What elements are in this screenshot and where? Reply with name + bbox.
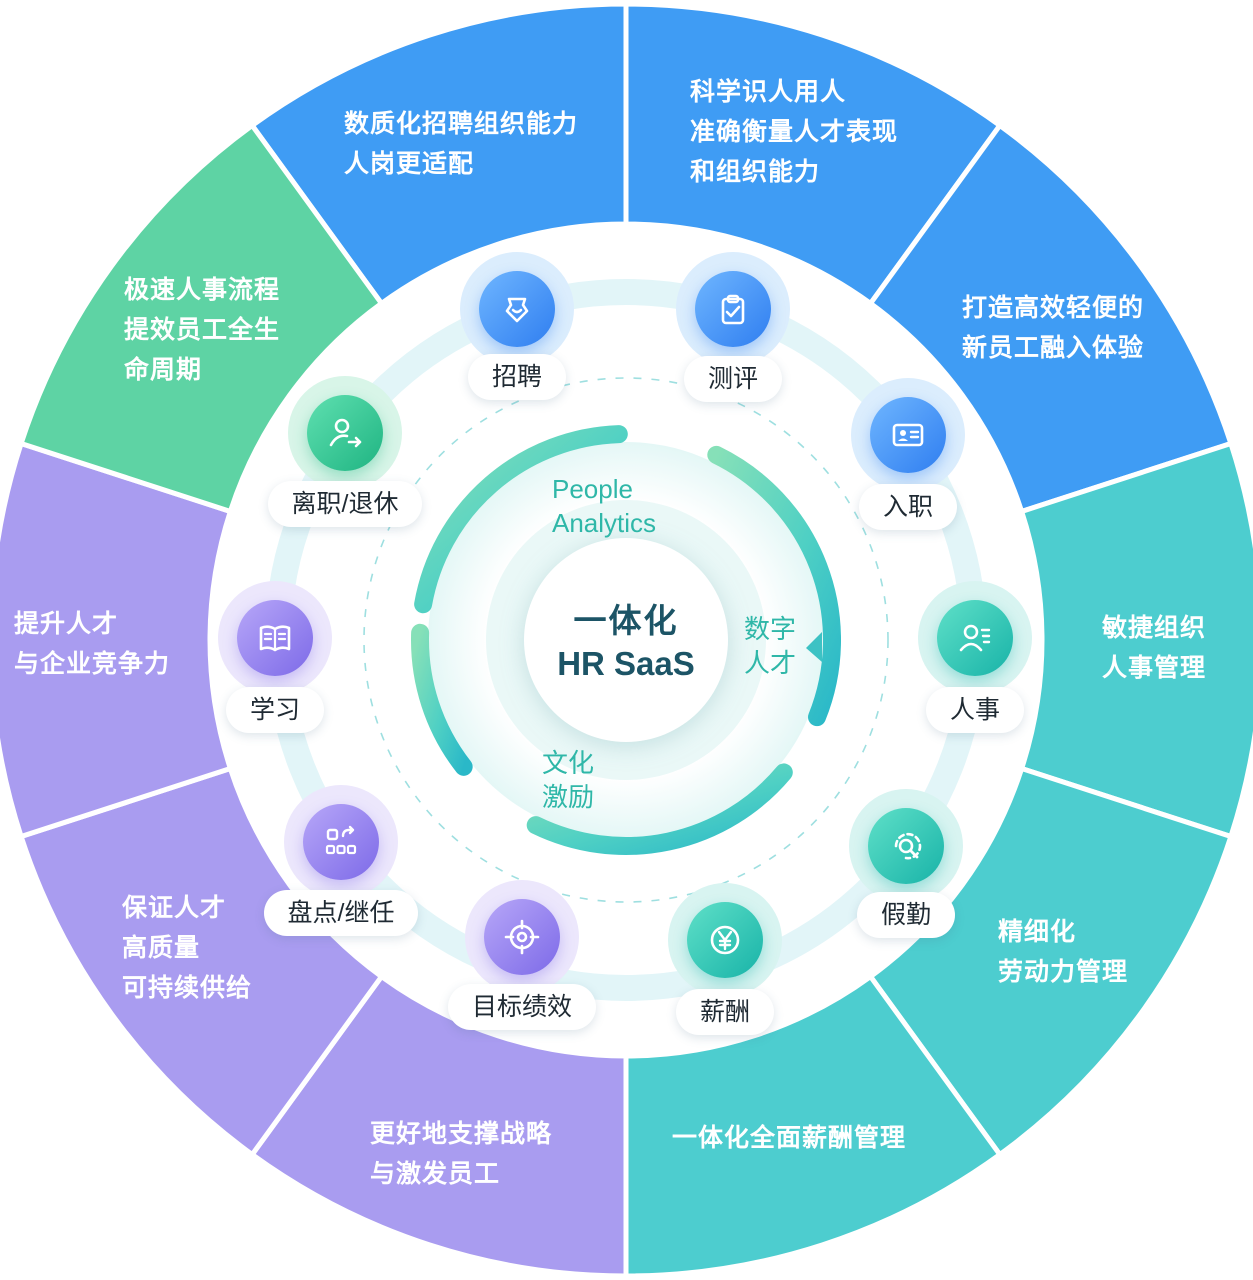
arc-notch xyxy=(806,632,822,662)
module-label[interactable]: 招聘 xyxy=(468,354,567,400)
center-arcs xyxy=(411,425,841,855)
segment-text-line: 打造高效轻便的 xyxy=(962,294,1145,322)
digital-talent-line1: 数字 xyxy=(744,614,797,644)
module-label[interactable]: 薪酬 xyxy=(676,989,775,1035)
segment-text-line: 和组织能力 xyxy=(690,158,821,186)
module-label[interactable]: 入职 xyxy=(859,484,958,530)
segment-text-line: 命周期 xyxy=(124,356,203,384)
segment-text-line: 准确衡量人才表现 xyxy=(690,118,899,146)
segment-text-line: 提升人才 xyxy=(14,610,119,638)
segment-text-line: 新员工融入体验 xyxy=(962,334,1145,362)
module-label[interactable]: 人事 xyxy=(926,687,1025,733)
segment-text-left-lower: 保证人才高质量可持续供给 xyxy=(122,888,252,1008)
segment-text-left: 提升人才与企业竞争力 xyxy=(14,604,170,684)
person-list-icon[interactable] xyxy=(937,600,1013,676)
segment-text-line: 更好地支撑战略 xyxy=(370,1120,553,1148)
dashed-ring xyxy=(363,377,889,903)
clipboard-check-icon[interactable] xyxy=(695,271,771,347)
people-analytics-line2: Analytics xyxy=(552,508,657,538)
center-arc-3 xyxy=(526,763,793,855)
grid-swap-icon[interactable] xyxy=(303,804,379,880)
segment-text-line: 与激发员工 xyxy=(370,1160,501,1188)
module-label[interactable]: 学习 xyxy=(226,687,325,733)
segment-text-line: 敏捷组织 xyxy=(1102,614,1207,642)
segment-text-line: 科学识人用人 xyxy=(690,78,847,106)
segment-text-line: 可持续供给 xyxy=(122,974,253,1002)
center-title-line1: 一体化 xyxy=(573,602,679,639)
segment-text-right-lower: 精细化劳动力管理 xyxy=(998,912,1128,992)
center-title-line2: HR SaaS xyxy=(557,645,695,682)
culture-incentive-label: 文化 激励 xyxy=(542,746,594,814)
search-clock-icon[interactable] xyxy=(868,808,944,884)
segment-text-right-upper: 打造高效轻便的新员工融入体验 xyxy=(962,288,1144,368)
book-icon[interactable] xyxy=(237,600,313,676)
segment-text-line: 劳动力管理 xyxy=(998,958,1129,986)
module-label[interactable]: 离职/退休 xyxy=(267,481,423,527)
segment-text-line: 人事管理 xyxy=(1102,654,1207,682)
id-card-icon[interactable] xyxy=(870,397,946,473)
culture-incentive-line2: 激励 xyxy=(542,782,595,812)
module-label[interactable]: 假勤 xyxy=(857,892,956,938)
segment-text-line: 数质化招聘组织能力 xyxy=(344,110,579,138)
segment-text-line: 提效员工全生 xyxy=(124,316,281,344)
segment-text-top-left: 数质化招聘组织能力人岗更适配 xyxy=(344,104,578,184)
center-arc-1 xyxy=(414,425,628,614)
target-icon[interactable] xyxy=(484,899,560,975)
segment-text-line: 保证人才 xyxy=(122,894,227,922)
segment-text-line: 精细化 xyxy=(998,918,1077,946)
segment-text-left-upper: 极速人事流程提效员工全生命周期 xyxy=(124,270,280,390)
digital-talent-label: 数字 人才 xyxy=(744,612,796,680)
digital-talent-line2: 人才 xyxy=(744,648,797,678)
module-label[interactable]: 盘点/继任 xyxy=(263,890,419,936)
module-label[interactable]: 测评 xyxy=(684,356,783,402)
segment-text-line: 人岗更适配 xyxy=(344,150,475,178)
segment-text-line: 高质量 xyxy=(122,934,201,962)
people-analytics-line1: People xyxy=(552,474,633,504)
yen-coin-icon[interactable] xyxy=(687,902,763,978)
segment-text-line: 与企业竞争力 xyxy=(14,650,171,678)
segment-text-line: 一体化全面薪酬管理 xyxy=(672,1124,907,1152)
center-disc xyxy=(524,538,728,742)
segment-text-right: 敏捷组织人事管理 xyxy=(1102,608,1206,688)
recruit-icon[interactable] xyxy=(479,271,555,347)
segment-left-upper xyxy=(17,121,385,515)
people-analytics-label: People Analytics xyxy=(552,472,656,540)
module-label[interactable]: 目标绩效 xyxy=(448,984,597,1030)
center-title: 一体化 HR SaaS xyxy=(557,600,695,686)
segment-text-top-right: 科学识人用人准确衡量人才表现和组织能力 xyxy=(690,72,898,192)
person-exit-icon[interactable] xyxy=(307,395,383,471)
segment-text-bottom-right: 一体化全面薪酬管理 xyxy=(672,1118,906,1158)
center-arc-4 xyxy=(411,623,473,776)
center-arc-2 xyxy=(707,445,841,727)
culture-incentive-line1: 文化 xyxy=(542,748,595,778)
segment-text-line: 极速人事流程 xyxy=(124,276,281,304)
segment-text-bottom-left: 更好地支撑战略与激发员工 xyxy=(370,1114,552,1194)
